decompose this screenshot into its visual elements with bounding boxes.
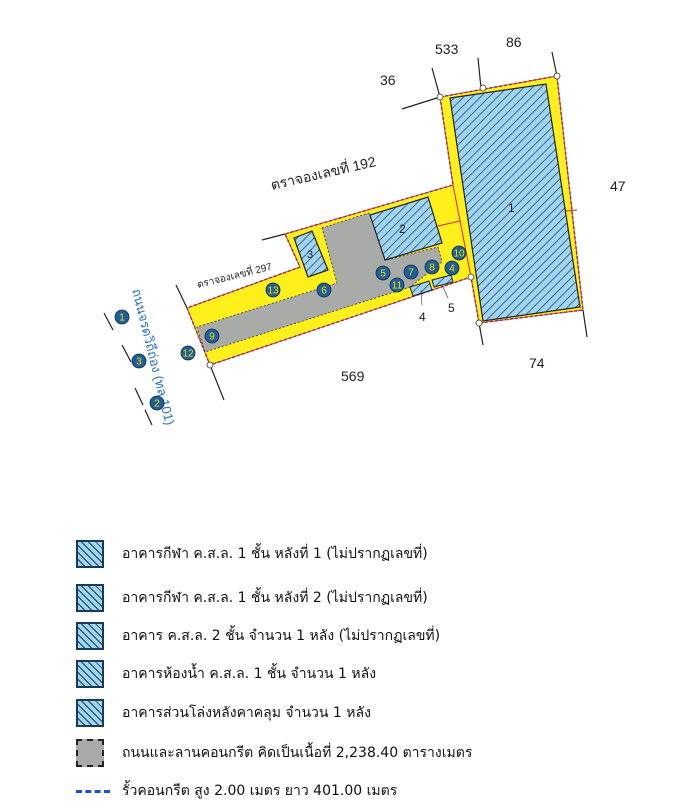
building-5-label: 5	[448, 301, 455, 315]
building-1	[449, 83, 581, 322]
concrete-swatch	[76, 739, 104, 767]
legend-text: อาคารส่วนโล่งหลังคาคลุม จำนวน 1 หลัง	[122, 705, 371, 721]
photo-marker-13: 13	[265, 282, 281, 298]
photo-marker-11: 11	[389, 277, 405, 293]
neighbor-86: 86	[506, 34, 522, 50]
svg-text:5: 5	[380, 269, 386, 280]
svg-text:11: 11	[392, 281, 403, 292]
legend-building-2: อาคารกีฬา ค.ส.ล. 1 ชั้น หลังที่ 2 (ไม่ปร…	[76, 584, 428, 612]
building-1-label: 1	[508, 201, 515, 215]
reserve-192-label: ตราจองเลขที่ 192	[269, 152, 378, 193]
legend-building-1: อาคารกีฬา ค.ส.ล. 1 ชั้น หลังที่ 1 (ไม่ปร…	[76, 540, 428, 568]
legend-text: ถนนและลานคอนกรีต คิดเป็นเนื้อที่ 2,238.4…	[122, 745, 473, 761]
svg-text:10: 10	[453, 249, 465, 260]
svg-text:4: 4	[449, 264, 455, 275]
photo-marker-3: 3	[131, 353, 147, 369]
photo-marker-9: 9	[204, 328, 220, 344]
svg-text:13: 13	[267, 286, 279, 297]
legend-text: อาคารห้องน้ำ ค.ส.ล. 1 ชั้น จำนวน 1 หลัง	[122, 666, 377, 682]
building-3	[293, 230, 329, 278]
svg-text:1: 1	[119, 313, 125, 324]
svg-text:3: 3	[136, 357, 142, 368]
neighbor-74: 74	[529, 355, 545, 371]
legend-text: รั้วคอนกรีต สูง 2.00 เมตร ยาว 401.00 เมต…	[122, 783, 398, 799]
building-2-label: 2	[399, 222, 406, 236]
building-swatch	[76, 584, 104, 612]
fence-line-swatch	[76, 789, 110, 793]
legend-building-3: อาคาร ค.ส.ล. 2 ชั้น จำนวน 1 หลัง (ไม่ปรา…	[76, 622, 440, 650]
building-4-label: 4	[419, 310, 426, 324]
photo-marker-10: 10	[451, 245, 467, 261]
neighbor-533: 533	[435, 41, 459, 57]
svg-text:7: 7	[408, 268, 414, 279]
neighbor-boundary-lines	[103, 51, 588, 426]
legend-text: อาคารกีฬา ค.ส.ล. 1 ชั้น หลังที่ 2 (ไม่ปร…	[122, 590, 428, 606]
boundary-pegs	[206, 72, 561, 369]
svg-text:12: 12	[182, 349, 194, 360]
legend-text: อาคาร ค.ส.ล. 2 ชั้น จำนวน 1 หลัง (ไม่ปรา…	[122, 628, 441, 644]
building-5	[431, 274, 454, 288]
building-2	[369, 196, 443, 261]
building-swatch	[76, 540, 104, 568]
photo-marker-8: 8	[424, 259, 440, 275]
site-plan: 533 86 36 47 74 569 ตราจองเลขที่ 192 ตรา…	[103, 34, 626, 427]
photo-marker-4: 4	[444, 260, 460, 276]
svg-text:9: 9	[209, 332, 215, 343]
neighbor-569: 569	[341, 368, 365, 384]
photo-marker-5: 5	[375, 265, 391, 281]
legend-text: อาคารกีฬา ค.ส.ล. 1 ชั้น หลังที่ 1 (ไม่ปร…	[122, 546, 428, 562]
svg-text:2: 2	[154, 399, 160, 410]
building-3-label: 3	[307, 249, 313, 261]
legend-fence: รั้วคอนกรีต สูง 2.00 เมตร ยาว 401.00 เมต…	[76, 780, 397, 802]
svg-text:6: 6	[321, 286, 327, 297]
neighbor-47: 47	[610, 178, 626, 194]
building-swatch	[76, 699, 104, 727]
photo-marker-7: 7	[403, 264, 419, 280]
building-swatch	[76, 622, 104, 650]
photo-marker-1: 1	[114, 309, 130, 325]
legend-concrete: ถนนและลานคอนกรีต คิดเป็นเนื้อที่ 2,238.4…	[76, 739, 472, 767]
legend-building-5: อาคารส่วนโล่งหลังคาคลุม จำนวน 1 หลัง	[76, 699, 371, 727]
photo-marker-6: 6	[316, 282, 332, 298]
legend-building-4: อาคารห้องน้ำ ค.ส.ล. 1 ชั้น จำนวน 1 หลัง	[76, 660, 376, 688]
building-swatch	[76, 660, 104, 688]
photo-marker-12: 12	[180, 345, 196, 361]
svg-text:8: 8	[429, 263, 435, 274]
photo-marker-2: 2	[149, 395, 165, 411]
building-4	[409, 280, 433, 297]
neighbor-36: 36	[380, 72, 396, 88]
